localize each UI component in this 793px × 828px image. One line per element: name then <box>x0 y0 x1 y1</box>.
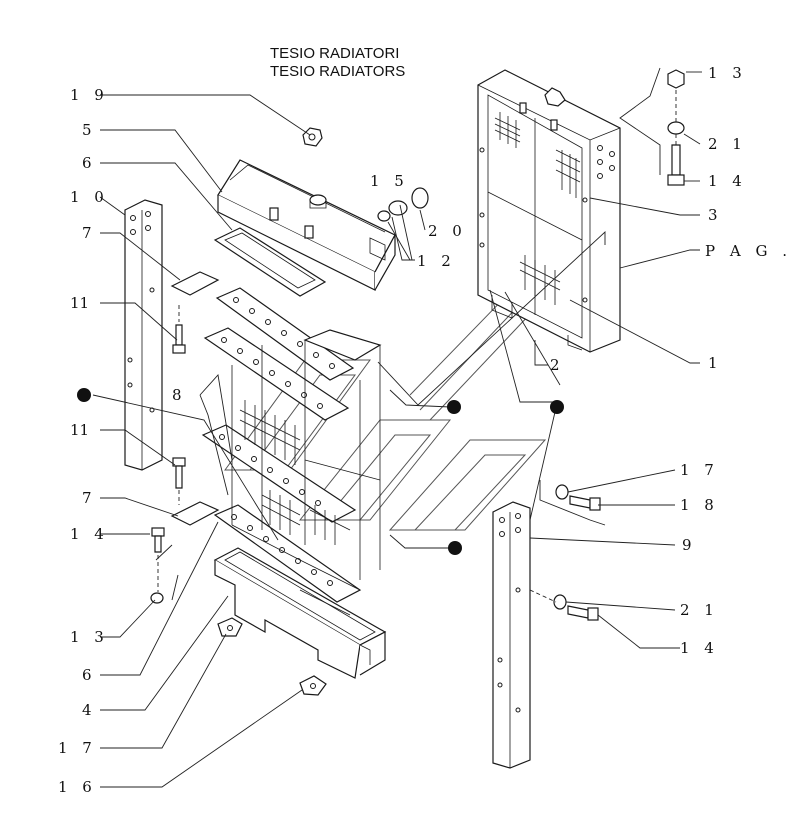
callout-21-upper: 2 1 <box>708 135 747 153</box>
drain-plug <box>411 187 429 209</box>
mount-bracket-lower-hole <box>310 683 316 689</box>
callout-15: 1 5 <box>370 172 409 190</box>
alignment-lines <box>157 90 677 603</box>
clamp-plate-lower <box>170 501 220 526</box>
callout-12: 1 2 <box>417 252 456 270</box>
callout-8: 8 <box>172 386 187 404</box>
callout-7-lower: 7 <box>82 489 97 507</box>
reference-dot-lower <box>448 541 462 555</box>
callout-4: 4 <box>82 701 97 719</box>
washer-21-upper <box>667 121 685 135</box>
callout-10: 1 0 <box>70 188 109 206</box>
callout-19: 1 9 <box>70 86 109 104</box>
nut-13-left <box>150 592 164 604</box>
callout-13-left: 1 3 <box>70 628 109 646</box>
callout-pag: P A G . <box>705 242 792 260</box>
callout-18: 1 8 <box>680 496 719 514</box>
bottom-tank <box>213 547 387 679</box>
callout-6-lower: 6 <box>82 666 97 684</box>
bolt-18 <box>569 495 601 511</box>
bolt-14-lower-right <box>567 605 599 621</box>
filler-cap <box>302 127 323 147</box>
clamp-plate-upper <box>170 271 220 296</box>
right-side-rail <box>492 501 531 769</box>
callout-5: 5 <box>82 121 97 139</box>
callout-11-lower: 11 <box>70 421 89 439</box>
radiator-assembly-complete <box>477 69 621 353</box>
nut-13-right <box>667 69 685 89</box>
title-line-1: TESIO RADIATORI <box>270 45 399 62</box>
callout-20: 2 0 <box>428 222 467 240</box>
callout-14-upper-right: 1 4 <box>708 172 747 190</box>
reference-dot-center <box>447 400 461 414</box>
callout-13-right: 1 3 <box>708 64 747 82</box>
callout-21-lower: 2 1 <box>680 601 719 619</box>
bolt-14-left <box>151 527 165 553</box>
top-tank <box>217 159 396 291</box>
callout-6-upper: 6 <box>82 154 97 172</box>
callout-9: 9 <box>682 536 697 554</box>
bolt-14-upper-right <box>667 144 685 186</box>
callout-7-upper: 7 <box>82 224 97 242</box>
reference-dot-right <box>550 400 564 414</box>
callout-2: 2 <box>550 356 565 374</box>
title-line-2: TESIO RADIATORS <box>270 63 405 80</box>
callout-17-left: 1 7 <box>58 739 97 757</box>
callout-14-lower-right: 1 4 <box>680 639 719 657</box>
radiator-core <box>231 329 382 591</box>
seal-ring <box>388 200 408 216</box>
callout-14-left: 1 4 <box>70 525 109 543</box>
callout-17-right: 1 7 <box>680 461 719 479</box>
callout-1: 1 <box>708 354 723 372</box>
callout-3: 3 <box>708 206 723 224</box>
o-ring-small <box>377 210 391 222</box>
reference-dot-left <box>77 388 91 402</box>
group-brackets <box>155 67 661 601</box>
callout-16: 1 6 <box>58 778 97 796</box>
washer-17-right <box>555 484 569 500</box>
mount-bracket-upper-hole <box>227 625 233 631</box>
callout-labels: 1 9 5 6 1 0 7 11 8 11 7 1 4 1 3 6 4 1 7 … <box>58 64 792 796</box>
left-side-rail <box>124 199 163 471</box>
leader-lines <box>92 71 702 788</box>
plate-holes <box>219 297 335 586</box>
bolt-11-upper <box>172 324 186 354</box>
bolt-11-lower <box>172 457 186 489</box>
upper-gasket <box>213 227 327 297</box>
callout-11-upper: 11 <box>70 294 89 312</box>
